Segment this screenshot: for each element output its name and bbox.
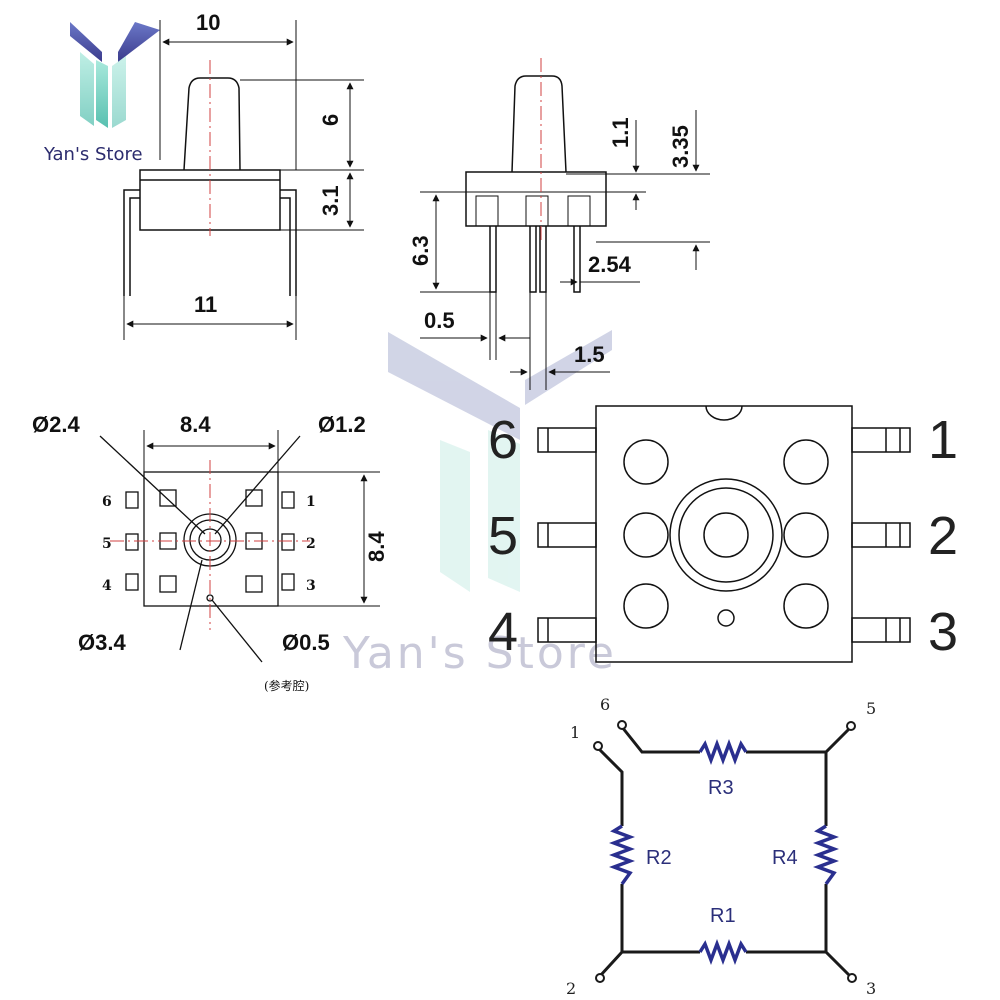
- top-pin-4: 4: [102, 578, 112, 594]
- resistor-r3: [698, 739, 748, 765]
- dim-d3-4: Ø3.4: [78, 630, 126, 655]
- top-pin-6: 6: [102, 494, 112, 510]
- top-pin-1: 1: [306, 494, 316, 510]
- dim-body-height: 3.1: [318, 185, 343, 216]
- dim-6-3: 6.3: [408, 235, 433, 266]
- label-r2: R2: [646, 847, 672, 869]
- dim-lead-width: 0.5: [424, 308, 455, 333]
- dim-bottom-width: 11: [194, 292, 217, 317]
- top-pin-3: 3: [306, 578, 316, 594]
- package-view: [537, 405, 911, 663]
- watermark-text: Yan's Store: [342, 628, 617, 679]
- node-2: 2: [566, 979, 576, 998]
- dim-top-width: 10: [196, 10, 220, 35]
- dim-height-8-4: 8.4: [364, 531, 389, 562]
- label-r4: R4: [772, 847, 798, 869]
- label-r1: R1: [710, 905, 736, 927]
- pkg-pin-4: 4: [488, 602, 518, 662]
- dim-d2-4: Ø2.4: [32, 412, 80, 437]
- dim-d0-5: Ø0.5: [282, 630, 330, 655]
- store-logo: [70, 22, 160, 128]
- store-name: Yan's Store: [43, 144, 143, 165]
- resistor-r4: [813, 824, 839, 886]
- pkg-pin-5: 5: [488, 506, 518, 566]
- node-6: 6: [600, 695, 610, 714]
- side-view: [123, 20, 364, 340]
- pkg-pin-3: 3: [928, 602, 958, 662]
- ref-cavity-note: (参考腔): [264, 678, 309, 693]
- resistor-r2: [609, 824, 635, 886]
- dim-1-1: 1.1: [608, 117, 633, 148]
- label-r3: R3: [708, 777, 734, 799]
- pkg-pin-6: 6: [488, 410, 518, 470]
- watermark-logo: [388, 330, 612, 592]
- top-pin-2: 2: [306, 536, 316, 552]
- dim-d1-2: Ø1.2: [318, 412, 366, 437]
- node-1: 1: [570, 723, 580, 742]
- node-3: 3: [866, 979, 876, 998]
- pkg-pin-2: 2: [928, 506, 958, 566]
- top-view: [99, 430, 380, 663]
- dim-stem-height: 6: [318, 114, 343, 126]
- bridge-circuit: [596, 726, 852, 978]
- dim-width-8-4: 8.4: [180, 412, 211, 437]
- front-view: [420, 58, 710, 390]
- top-pin-5: 5: [102, 536, 112, 552]
- pkg-pin-1: 1: [928, 410, 958, 470]
- resistors: [609, 739, 839, 965]
- dim-3-35: 3.35: [668, 125, 693, 168]
- dim-1-5: 1.5: [574, 342, 605, 367]
- node-5: 5: [866, 699, 876, 718]
- dim-pitch: 2.54: [588, 252, 632, 277]
- resistor-r1: [698, 939, 748, 965]
- circuit-nodes: [593, 720, 857, 983]
